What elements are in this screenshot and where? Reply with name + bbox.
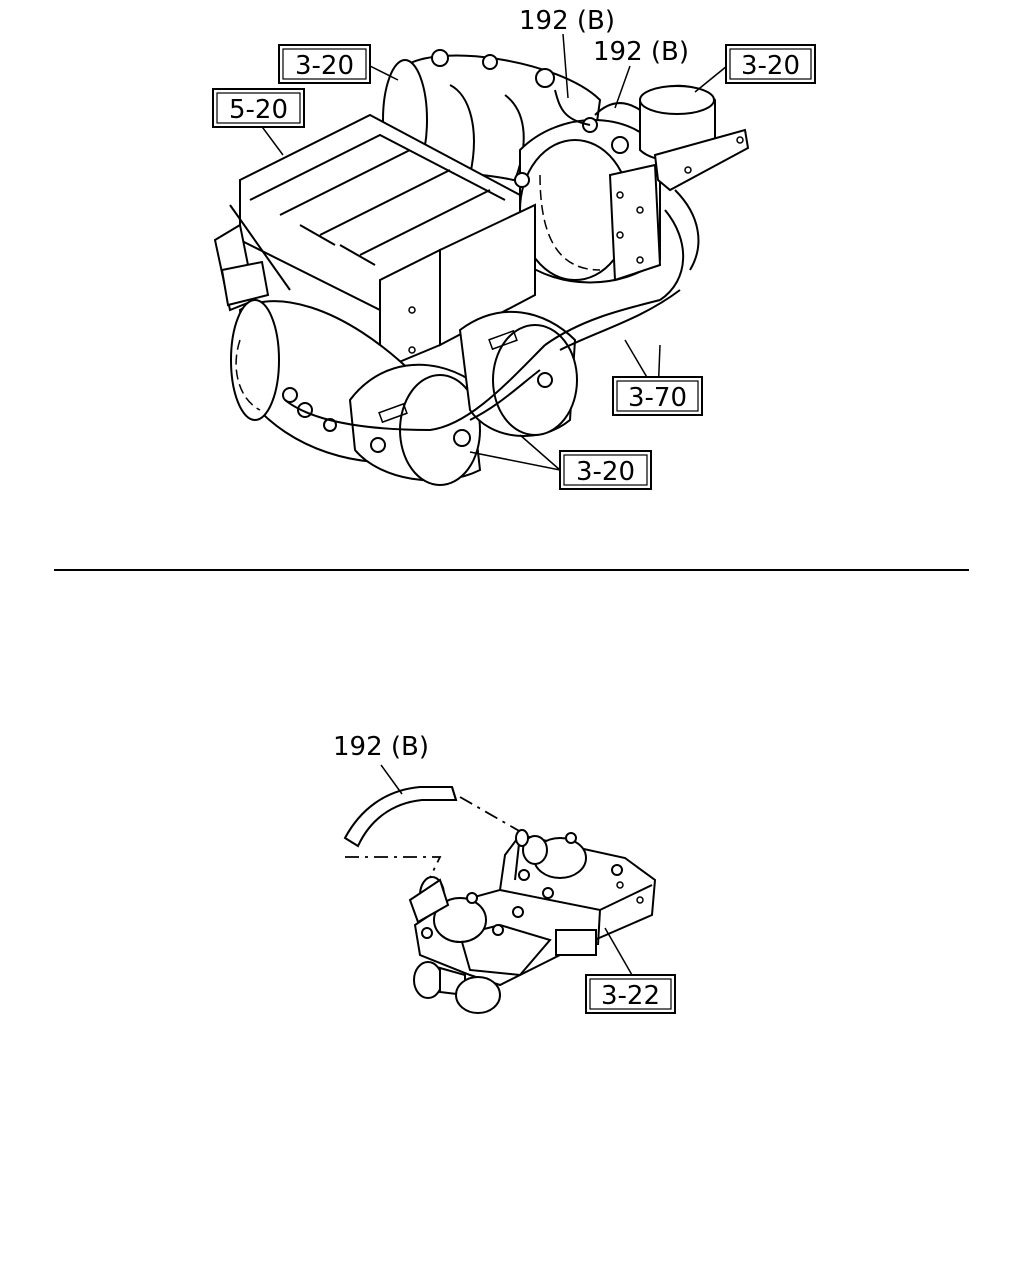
manifold-bolts (421, 832, 623, 939)
manifold-body (413, 833, 657, 987)
ref-label-bottom: 3-20 (576, 457, 635, 487)
pipe-fittings (282, 49, 629, 453)
lower-callouts: 192 (B) 3-22 (333, 732, 676, 1014)
part-label-top-a: 192 (B) (519, 6, 615, 36)
lower-middle-air-tank (348, 363, 482, 486)
bracket-plate (608, 163, 662, 282)
ref-label-right: 3-70 (628, 383, 687, 413)
ref-label-manifold: 3-22 (601, 981, 660, 1011)
alignment-line-top (459, 796, 529, 837)
ref-label-left: 5-20 (229, 95, 288, 125)
air-tank-assembly (213, 49, 750, 486)
valve-right (515, 829, 587, 879)
ref-label-top-left: 3-20 (295, 51, 354, 81)
ref-box-right: 3-70 (612, 376, 703, 416)
part-label-top-b: 192 (B) (593, 37, 689, 67)
ref-box-top-right: 3-20 (725, 44, 816, 84)
hose-part (343, 786, 458, 848)
ref-box-bottom: 3-20 (559, 450, 652, 490)
valve-manifold-assembly (343, 786, 657, 1014)
lower-right-air-tank (458, 310, 578, 437)
dome-valve (639, 84, 750, 192)
upper-callouts: 3-20 5-20 192 (B) 192 (B) 3-20 3-70 3-20 (212, 6, 816, 490)
valve-left (408, 876, 487, 943)
hose-leader-line (380, 764, 403, 795)
ref-box-manifold: 3-22 (585, 974, 676, 1014)
bottom-fitting (413, 961, 501, 1014)
side-frame (213, 203, 536, 372)
air-piping (284, 89, 700, 432)
part-label-hose: 192 (B) (333, 732, 429, 762)
ref-box-left: 5-20 (212, 88, 305, 128)
ref-box-top-left: 3-20 (278, 44, 371, 84)
ref-label-top-right: 3-20 (741, 51, 800, 81)
manifold-leader-line (604, 927, 633, 976)
upper-leader-lines (259, 33, 728, 471)
